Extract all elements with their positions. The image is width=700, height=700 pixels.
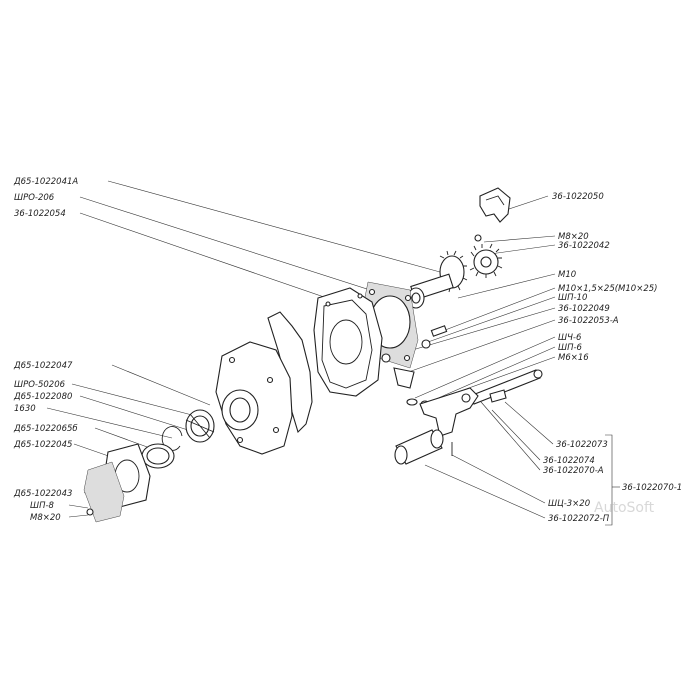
- label-shp-6-right: ШП-6: [558, 343, 583, 353]
- label-36-1022053-a: 36-1022053-А: [558, 316, 619, 326]
- label-36-1022070-a: 36-1022070-А: [543, 466, 604, 476]
- label-d65-1022041a: Д65-1022041А: [13, 177, 78, 187]
- label-d65-1022045: Д65-1022045: [13, 440, 72, 450]
- label-36-1022049: 36-1022049: [558, 304, 610, 314]
- label-36-1022073: 36-1022073: [556, 440, 608, 450]
- label-36-1022042: 36-1022042: [558, 241, 610, 251]
- sleeve-part: [394, 429, 444, 465]
- label-36-1022050: 36-1022050: [552, 192, 604, 202]
- part-labels: Д65-1022041А ШРО-206 36-1022054 36-10220…: [13, 177, 682, 524]
- label-shro-50206: ШРО-50206: [14, 380, 66, 390]
- label-shch-6: ШЧ-6: [558, 333, 582, 343]
- label-m6x16: М6×16: [558, 353, 589, 363]
- label-36-1022054: 36-1022054: [14, 209, 66, 219]
- gear-shaft-part: [407, 250, 468, 309]
- label-d65-1022080: Д65-1022080: [13, 392, 72, 402]
- label-m10x1-5x25: М10×1,5×25(М10×25): [558, 284, 657, 294]
- lever-part: [419, 387, 479, 437]
- label-d65-1022047: Д65-1022047: [13, 361, 73, 371]
- gear-part: [469, 234, 503, 278]
- label-36-1022072-p: 36-1022072-П: [548, 514, 610, 524]
- label-d65-1022043: Д65-1022043: [13, 489, 72, 499]
- housing-part: [313, 287, 383, 397]
- label-1630: 1630: [14, 404, 36, 414]
- label-shp-8: ШП-8: [30, 501, 55, 511]
- label-36-1022070-1: 36-1022070-1: [622, 483, 682, 493]
- watermark-text: AutoSoft: [594, 500, 655, 516]
- label-shts-3x20: ШЦ-3×20: [548, 499, 590, 509]
- fork-part: [479, 187, 511, 223]
- label-m8x20-top: М8×20: [558, 232, 589, 242]
- gasket-plate-part: [83, 461, 125, 523]
- label-shro-206: ШРО-206: [14, 193, 55, 203]
- label-36-1022074: 36-1022074: [543, 456, 595, 466]
- snap-ring-part: [161, 426, 183, 451]
- label-shp-10: ШП-10: [558, 293, 587, 303]
- flange-housing-part: [215, 341, 293, 455]
- label-m8x20-bottom: М8×20: [30, 513, 61, 523]
- control-rod-part: [469, 369, 543, 405]
- bearing-part: [185, 409, 215, 443]
- label-d65-1022065b: Д65-1022065б: [13, 424, 78, 434]
- seal-ring-part: [141, 443, 175, 469]
- label-m10: М10: [558, 270, 576, 280]
